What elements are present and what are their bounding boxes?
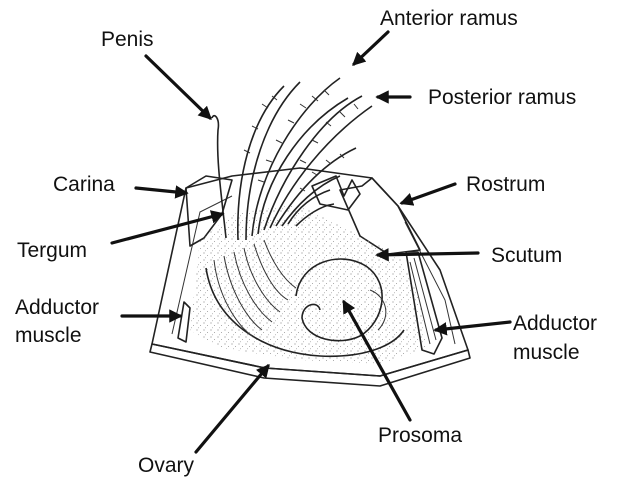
arrow-penis bbox=[146, 56, 210, 118]
arrow-carina bbox=[136, 188, 186, 193]
label-carina: Carina bbox=[53, 173, 115, 196]
label-rostrum: Rostrum bbox=[466, 173, 545, 196]
label-penis: Penis bbox=[101, 28, 154, 51]
left-adductor-muscle-shape bbox=[178, 302, 190, 342]
label-tergum: Tergum bbox=[17, 239, 87, 262]
label-scutum: Scutum bbox=[491, 244, 562, 267]
arrow-anterior-ramus bbox=[354, 32, 388, 64]
label-adductor-right-1: Adductor bbox=[513, 312, 597, 335]
label-anterior-ramus: Anterior ramus bbox=[380, 7, 518, 30]
label-prosoma: Prosoma bbox=[378, 424, 462, 447]
arrow-rostrum bbox=[402, 184, 455, 203]
label-ovary: Ovary bbox=[138, 454, 195, 477]
label-adductor-left-1: Adductor bbox=[15, 296, 99, 319]
label-posterior-ramus: Posterior ramus bbox=[428, 86, 576, 109]
label-adductor-right-2: muscle bbox=[513, 341, 580, 364]
label-adductor-left-2: muscle bbox=[15, 324, 82, 347]
barnacle-drawing bbox=[150, 78, 470, 386]
arrow-adductor-right bbox=[436, 322, 510, 330]
arrow-scutum bbox=[378, 253, 478, 255]
arrow-ovary bbox=[196, 366, 268, 452]
